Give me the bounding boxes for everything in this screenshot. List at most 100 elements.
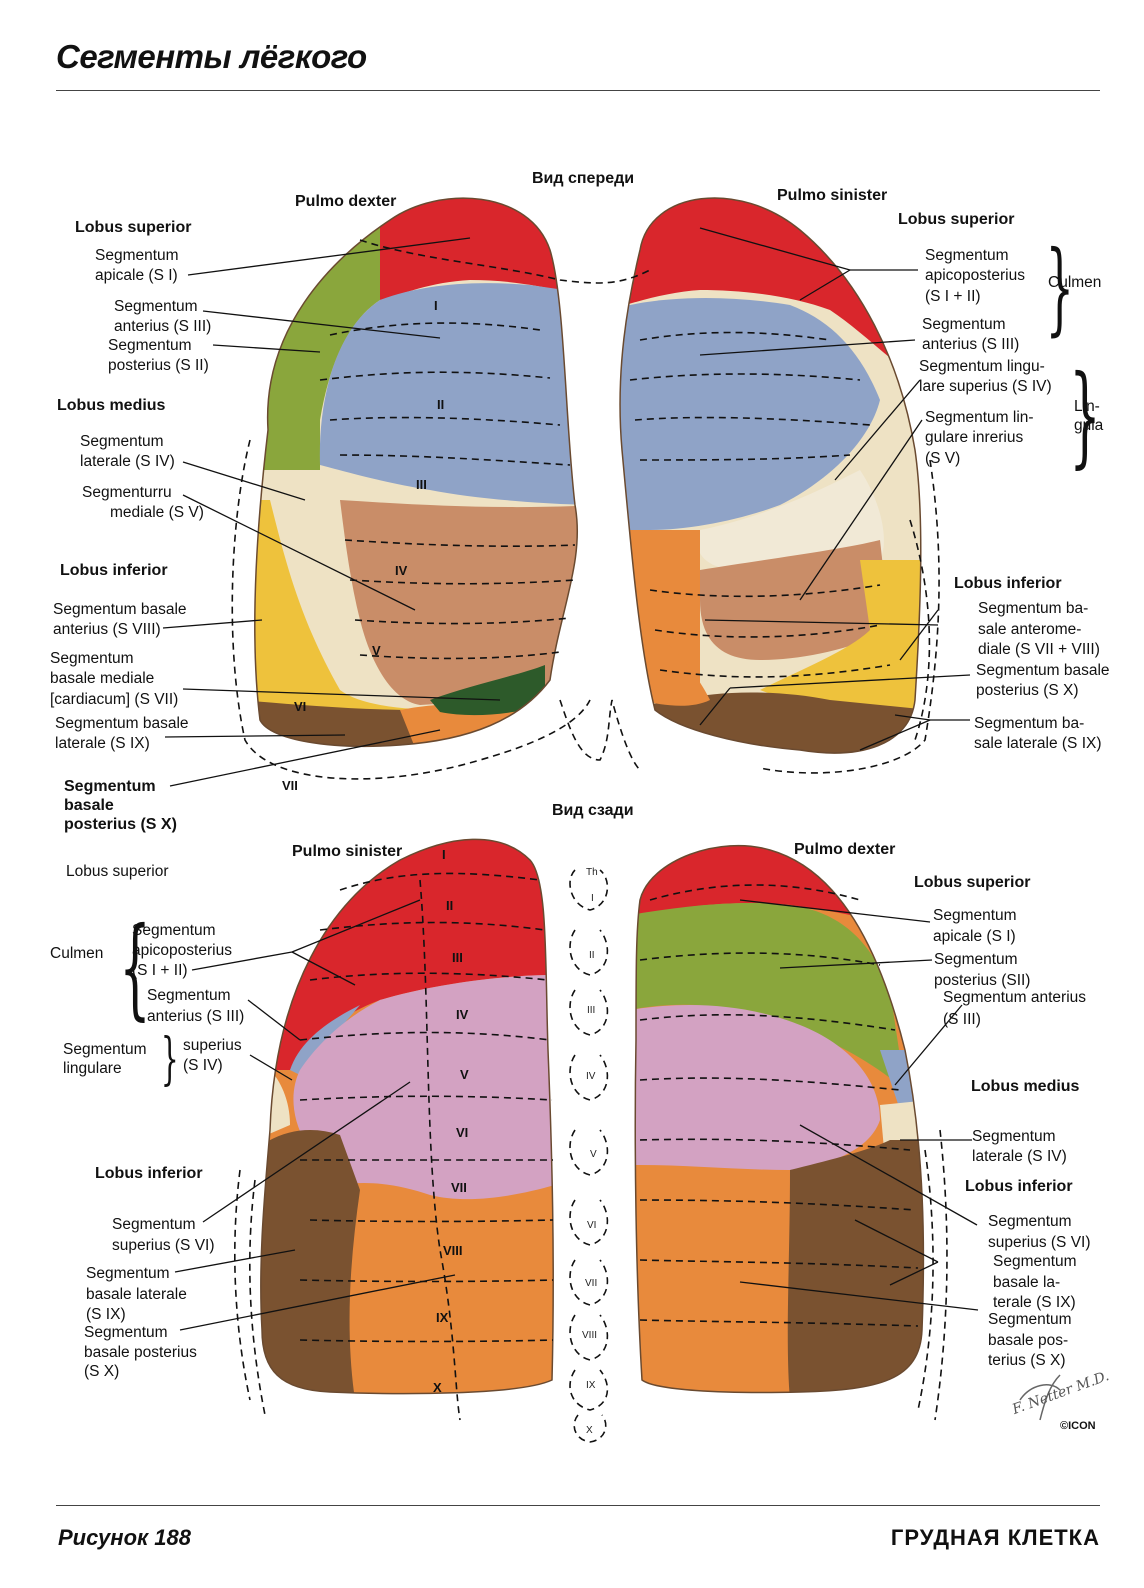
posterior-pulmo-sinister: Pulmo sinister (292, 843, 403, 860)
spine-ii: II (589, 950, 595, 961)
ant-r-apicale-1: Segmentum (95, 247, 179, 264)
ant-l-apicoposterius-3: (S I + II) (925, 288, 981, 305)
post-l-superius-seg-1: Segmentum (112, 1216, 196, 1233)
ant-culmen-brace: } (1045, 229, 1075, 346)
post-r-basale-laterale-3: terale (S IX) (993, 1294, 1076, 1311)
ant-l-apicoposterius-2: apicoposterius (925, 267, 1025, 284)
publisher-mark: ©ICON (1060, 1420, 1096, 1432)
post-culmen-brace: { (119, 903, 151, 1031)
ant-roman-vii: VII (282, 778, 298, 793)
post-l-basale-posterius-3: (S X) (84, 1363, 120, 1380)
ant-l-anteromediale-2: sale anterome- (978, 621, 1082, 638)
posterior-left-lung (260, 839, 554, 1394)
ant-l-lingula-1: Lin- (1074, 398, 1100, 415)
spine-iv: IV (586, 1071, 596, 1082)
ant-lingula-brace: } (1069, 351, 1101, 479)
post-l-superius-1: superius (183, 1037, 242, 1054)
post-r-posterius-2: posterius (SII) (934, 972, 1031, 989)
ant-r-basale-laterale-2: laterale (S IX) (55, 735, 150, 752)
post-l-apicoposterius-1: Segmentum (132, 922, 216, 939)
ant-r-basale-mediale-2: basale mediale (50, 670, 155, 687)
post-l-superius-seg-2: superius (S VI) (112, 1237, 215, 1254)
ant-l-basale-laterale-1: Segmentum ba- (974, 715, 1085, 732)
post-r-basale-laterale-2: basale la- (993, 1274, 1061, 1291)
post-roman-iii: III (452, 950, 463, 965)
ant-l-anterius-1: Segmentum (922, 316, 1006, 333)
ant-l-anterius-2: anterius (S III) (922, 336, 1020, 353)
ant-r-mediale-2: mediale (S V) (110, 504, 204, 521)
post-l-superius-2: (S IV) (183, 1057, 223, 1074)
ant-l-lingulare-sup-2: lare superius (S IV) (919, 378, 1052, 395)
ant-l-culmen: Culmen (1048, 274, 1102, 291)
post-r-lobus-inferior: Lobus inferior (965, 1178, 1073, 1195)
post-l-anterius-2: anterius (S III) (147, 1008, 245, 1025)
ant-r-mediale-1: Segmenturru (82, 484, 172, 501)
post-l-basale-posterius-1: Segmentum (84, 1324, 168, 1341)
post-l-anterius-1: Segmentum (147, 987, 231, 1004)
anterior-pulmo-dexter: Pulmo dexter (295, 193, 397, 210)
ant-r-basale-anterius-1: Segmentum basale (53, 601, 187, 618)
post-roman-v: V (460, 1067, 469, 1082)
post-r-lobus-medius: Lobus medius (971, 1078, 1080, 1095)
ant-l-basale-posterius-1: Segmentum basale (976, 662, 1110, 679)
spine-vi: VI (587, 1220, 597, 1231)
ant-l-apicoposterius-1: Segmentum (925, 247, 1009, 264)
ant-r-posterius-2: posterius (S II) (108, 357, 209, 374)
ant-l-lingulare-inf-3: (S V) (925, 450, 961, 467)
ant-r-basale-posterius-1: Segmentum (64, 778, 156, 795)
ant-roman-i: I (434, 298, 438, 313)
post-roman-vii: VII (451, 1180, 467, 1195)
spine-th: Th (586, 867, 598, 878)
spine-vii: VII (585, 1278, 598, 1289)
post-roman-viii: VIII (443, 1243, 463, 1258)
post-r-superius-1: Segmentum (988, 1213, 1072, 1230)
ant-l-lingulare-inf-1: Segmentum lin- (925, 409, 1034, 426)
spine-iii: III (587, 1005, 596, 1016)
ant-roman-ii: II (437, 397, 445, 412)
ant-l-lingula-2: gula (1074, 417, 1104, 434)
post-l-lingulare-1: Segmentum (63, 1041, 147, 1058)
anterior-right-lung (254, 198, 578, 747)
spine-ix: IX (586, 1380, 596, 1391)
post-r-apicale-2: apicale (S I) (933, 928, 1016, 945)
title-rule (56, 90, 1100, 91)
post-r-laterale-2: laterale (S IV) (972, 1148, 1067, 1165)
post-l-basale-posterius-2: basale posterius (84, 1344, 197, 1361)
ant-r-laterale-2: laterale (S IV) (80, 453, 175, 470)
ant-r-basale-laterale-1: Segmentum basale (55, 715, 189, 732)
ant-r-basale-mediale-3: [cardiacum] (S VII) (50, 691, 179, 708)
ant-r-lobus-medius: Lobus medius (57, 397, 166, 414)
post-roman-iv: IV (456, 1007, 469, 1022)
post-r-basale-posterius-3: terius (S X) (988, 1352, 1066, 1369)
posterior-view-title: Вид сзади (552, 802, 634, 819)
ant-l-anteromediale-3: diale (S VII + VIII) (978, 641, 1100, 658)
spine-x: X (586, 1425, 593, 1436)
ant-r-basale-mediale-1: Segmentum (50, 650, 134, 667)
ant-l-lobus-inferior: Lobus inferior (954, 575, 1062, 592)
ant-r-basale-anterius-2: anterius (S VIII) (53, 621, 161, 638)
ant-l-basale-posterius-2: posterius (S X) (976, 682, 1079, 699)
post-l-lingulare-2: lingulare (63, 1060, 122, 1077)
figure-number: Рисунок 188 (58, 1525, 191, 1550)
post-l-basale-laterale-3: (S IX) (86, 1306, 126, 1323)
ant-l-lingulare-sup-1: Segmentum lingu- (919, 358, 1045, 375)
section-title: ГРУДНАЯ КЛЕТКА (890, 1525, 1100, 1550)
page-title: Сегменты лёгкого (56, 38, 367, 75)
ant-roman-vi: VI (294, 699, 307, 714)
post-r-lobus-superior: Lobus superior (914, 874, 1031, 891)
post-r-basale-posterius-1: Segmentum (988, 1311, 1072, 1328)
post-r-laterale-1: Segmentum (972, 1128, 1056, 1145)
ant-roman-iv: IV (395, 563, 408, 578)
post-r-anterius-1: Segmentum anterius (943, 989, 1087, 1006)
posterior-pulmo-dexter: Pulmo dexter (794, 841, 896, 858)
ant-r-apicale-2: apicale (S I) (95, 267, 178, 284)
post-lingulare-brace: } (160, 1027, 179, 1092)
post-l-apicoposterius-2: apicoposterius (132, 942, 232, 959)
spine-viii: VIII (582, 1330, 598, 1341)
post-r-superius-2: superius (S VI) (988, 1234, 1091, 1251)
post-l-basale-laterale-1: Segmentum (86, 1265, 170, 1282)
ant-l-lingulare-inf-2: gulare inrerius (925, 429, 1024, 446)
anterior-pulmo-sinister: Pulmo sinister (777, 187, 888, 204)
post-roman-i: I (442, 847, 446, 862)
